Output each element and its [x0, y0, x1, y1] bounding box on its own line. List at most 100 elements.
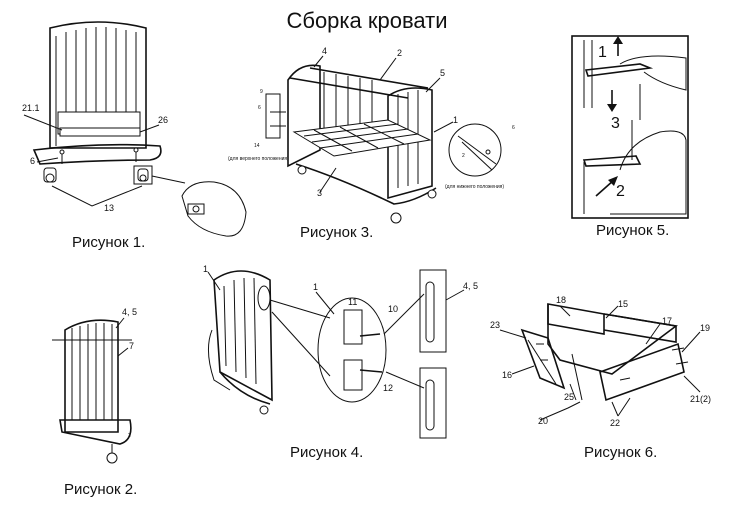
fig1-detail-hand — [181, 181, 247, 237]
fig5-arrow-diag-head — [608, 176, 618, 186]
fig5-arrow-up-head — [613, 36, 623, 44]
fig4-post-upper-slot — [425, 281, 435, 343]
fig6-leader-17 — [645, 323, 661, 345]
fig5-label-1: 1 — [598, 44, 607, 61]
fig4-arrow-lower — [385, 371, 425, 389]
fig4-label-4-5: 4, 5 — [463, 281, 478, 291]
fig4-zoom-line-bottom — [271, 311, 331, 377]
fig3-detail-rail-2 — [461, 141, 493, 171]
fig4-post-lower — [419, 367, 447, 439]
fig4-bolt-10 — [359, 333, 381, 337]
fig4-zoom-line-top — [269, 299, 331, 319]
figure-2-drawing: 4, 5 7 2 — [52, 307, 137, 464]
fig4-end-panel — [213, 270, 273, 402]
figure-5-drawing: 1 3 2 — [571, 35, 689, 219]
fig1-detail-caster-pin — [192, 205, 200, 213]
fig1-label-26: 26 — [158, 115, 168, 125]
figure-6-drawing: 18 15 23 17 19 16 25 20 22 21(2) — [490, 295, 711, 428]
fig6-label-23: 23 — [490, 320, 500, 330]
fig5-arrow-down-head — [607, 104, 617, 112]
fig3-label-5: 5 — [440, 68, 445, 78]
fig4-leader-4-5 — [445, 289, 465, 301]
figure-4-drawing: 1 1 11 10 4, 5 12 — [203, 264, 478, 439]
fig1-rocker-base — [32, 143, 162, 165]
fig2-caster-wheel — [106, 452, 118, 464]
figure-3-drawing: (для верхнего положения) (для нижнего по… — [228, 46, 515, 224]
fig6-label-15: 15 — [618, 299, 628, 309]
fig6-drawer-left-side — [520, 328, 566, 390]
fig6-leader-15 — [605, 305, 619, 319]
fig5-frame — [571, 35, 689, 219]
caption-figure-3: Рисунок 3. — [300, 224, 374, 241]
fig4-leader-1b — [315, 291, 335, 315]
fig4-detail-lower-block — [343, 359, 363, 391]
fig1-caster-wheels — [43, 165, 153, 185]
fig2-panel-slats — [71, 323, 113, 420]
fig3-rocker-bottom — [295, 163, 437, 205]
fig4-post-upper — [419, 269, 447, 353]
fig4-label-1b: 1 — [313, 282, 318, 292]
fig6-label-25: 25 — [564, 392, 574, 402]
fig3-label-9: 9 — [260, 89, 263, 95]
caption-figure-2: Рисунок 2. — [64, 481, 138, 498]
fig1-leader-6 — [36, 157, 59, 163]
fig5-label-3: 3 — [611, 115, 620, 132]
page-title: Сборка кровати — [286, 8, 448, 33]
fig3-label-2b: 2 — [462, 153, 465, 159]
fig4-label-1a: 1 — [203, 264, 208, 274]
fig5-lower-rail — [582, 155, 642, 167]
fig3-note-upper: (для верхнего положения) — [228, 156, 289, 162]
fig6-drawer-front — [599, 342, 685, 402]
fig6-divider-strip — [571, 353, 583, 401]
fig4-bolt-12 — [359, 369, 383, 373]
fig4-arrow-upper — [383, 293, 425, 335]
fig6-leader-19 — [681, 331, 701, 353]
fig5-label-2: 2 — [616, 183, 625, 200]
fig6-label-22: 22 — [610, 418, 620, 428]
fig1-headboard-panel — [49, 21, 147, 149]
fig4-hole-detail — [257, 285, 271, 311]
fig3-note-lower: (для нижнего положения) — [445, 184, 504, 190]
fig3-leader-5 — [425, 77, 441, 93]
fig6-label-16: 16 — [502, 370, 512, 380]
fig3-detail-screw — [485, 149, 491, 155]
fig3-caster-3 — [427, 189, 437, 199]
fig3-caster-2 — [390, 212, 402, 224]
fig3-inset-upper-bracket — [265, 93, 281, 139]
fig3-right-end-panel — [387, 87, 433, 200]
fig4-rocker — [219, 371, 271, 405]
fig3-label-14: 14 — [254, 143, 260, 149]
fig2-rocker-base — [59, 419, 132, 445]
caption-figure-1: Рисунок 1. — [72, 234, 146, 251]
fig3-base-slats — [303, 123, 419, 152]
fig4-detail-upper-block — [343, 309, 363, 345]
fig6-leader-23 — [499, 329, 527, 339]
caption-figure-6: Рисунок 6. — [584, 444, 658, 461]
fig3-label-2: 2 — [397, 48, 402, 58]
fig5-hand-lower — [610, 130, 687, 215]
fig5-upper-rail — [584, 63, 654, 77]
fig6-leader-25 — [569, 383, 577, 401]
fig3-label-1: 1 — [453, 115, 458, 125]
fig2-label-2: 2 — [128, 433, 131, 439]
fig2-leader-4-5 — [115, 317, 125, 329]
fig6-drawer-back — [547, 304, 605, 335]
fig2-label-7: 7 — [129, 341, 134, 351]
fig3-top-rail-back — [289, 77, 409, 99]
fig1-label-6: 6 — [30, 156, 35, 166]
fig4-leader-1a — [207, 271, 221, 291]
fig6-label-17: 17 — [662, 316, 672, 326]
fig4-caster — [259, 405, 269, 415]
fig3-label-4: 4 — [322, 46, 327, 56]
fig4-label-10: 10 — [388, 304, 398, 314]
fig1-headboard-slats — [65, 27, 137, 112]
fig4-panel-slats — [223, 277, 257, 385]
fig3-detail-circle — [448, 123, 502, 177]
fig2-end-panel — [64, 319, 119, 433]
fig4-detail-ellipse — [317, 297, 387, 403]
fig6-leader-20 — [539, 401, 581, 421]
fig3-mattress-base — [292, 119, 432, 157]
fig1-callout-13-lines — [51, 185, 143, 207]
fig6-label-19: 19 — [700, 323, 710, 333]
